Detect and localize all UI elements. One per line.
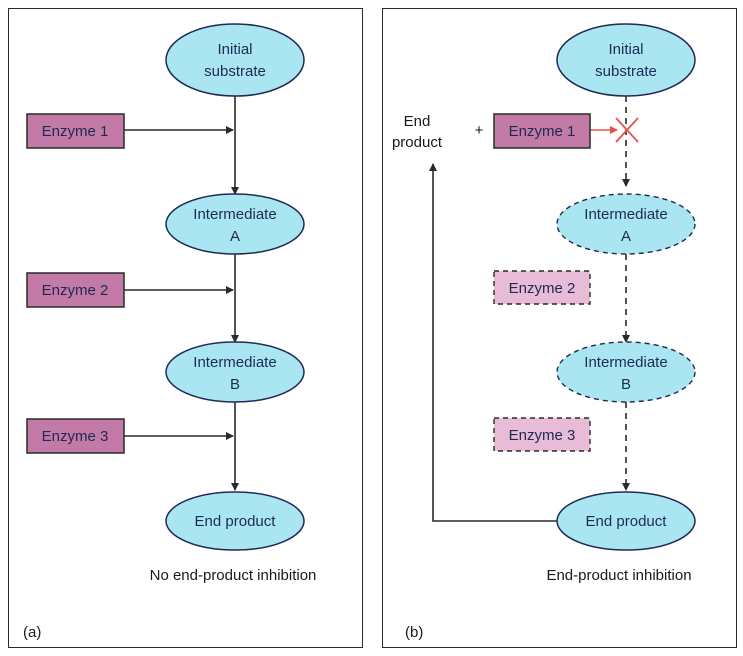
panel-letter-b: (b) <box>405 624 423 641</box>
enzyme3-label: Enzyme 3 <box>509 427 576 444</box>
diagram-no-inhibition: Enzyme 1 Enzyme 2 Enzyme 3 Initial subst… <box>23 23 317 641</box>
node-intermediate-b: Intermediate B <box>165 341 305 403</box>
panel-end-product-inhibition: End product + Enzyme 1 Enzyme 2 Enzyme 3… <box>382 8 737 648</box>
intermediate-a-line1: Intermediate <box>584 206 667 223</box>
node-end-product: End product <box>165 491 305 551</box>
node-initial-substrate: Initial substrate <box>165 23 305 97</box>
intermediate-b-line1: Intermediate <box>193 354 276 371</box>
intermediate-a-line1: Intermediate <box>193 206 276 223</box>
initial-label-line1: Initial <box>608 41 643 58</box>
inhibition-cross-icon <box>615 117 639 143</box>
end-product-label: End product <box>586 513 668 530</box>
feedback-label-line1: End <box>404 113 431 130</box>
feedback-label-line2: product <box>392 134 443 151</box>
enzyme2-label: Enzyme 2 <box>42 282 109 299</box>
diagram-end-product-inhibition: End product + Enzyme 1 Enzyme 2 Enzyme 3… <box>392 23 696 641</box>
feedback-arrow <box>429 163 557 522</box>
enzyme1-box: Enzyme 1 <box>26 113 125 149</box>
node-intermediate-a: Intermediate A <box>556 193 696 255</box>
enzyme1-label: Enzyme 1 <box>42 123 109 140</box>
enzyme1-box: Enzyme 1 <box>493 113 591 149</box>
panel-letter-a: (a) <box>23 624 41 641</box>
enzyme3-box: Enzyme 3 <box>26 418 125 454</box>
node-initial-substrate: Initial substrate <box>556 23 696 97</box>
enzyme3-label: Enzyme 3 <box>42 428 109 445</box>
enzyme1-label: Enzyme 1 <box>509 123 576 140</box>
enzyme3-box-inactive: Enzyme 3 <box>493 417 591 452</box>
node-intermediate-a: Intermediate A <box>165 193 305 255</box>
panel-no-inhibition: Enzyme 1 Enzyme 2 Enzyme 3 Initial subst… <box>8 8 363 648</box>
node-end-product: End product <box>556 491 696 551</box>
end-product-label: End product <box>195 513 277 530</box>
intermediate-b-line2: B <box>621 376 631 393</box>
enzyme2-box-inactive: Enzyme 2 <box>493 270 591 305</box>
node-intermediate-b: Intermediate B <box>556 341 696 403</box>
initial-label-line2: substrate <box>595 63 657 80</box>
caption-inhibition: End-product inhibition <box>546 567 691 584</box>
intermediate-b-line1: Intermediate <box>584 354 667 371</box>
initial-label-line1: Initial <box>217 41 252 58</box>
enzyme2-label: Enzyme 2 <box>509 280 576 297</box>
intermediate-b-line2: B <box>230 376 240 393</box>
intermediate-a-line2: A <box>621 228 631 245</box>
plus-sign: + <box>475 122 484 139</box>
initial-label-line2: substrate <box>204 63 266 80</box>
caption-no-inhibition: No end-product inhibition <box>150 567 317 584</box>
enzyme2-box: Enzyme 2 <box>26 272 125 308</box>
intermediate-a-line2: A <box>230 228 240 245</box>
